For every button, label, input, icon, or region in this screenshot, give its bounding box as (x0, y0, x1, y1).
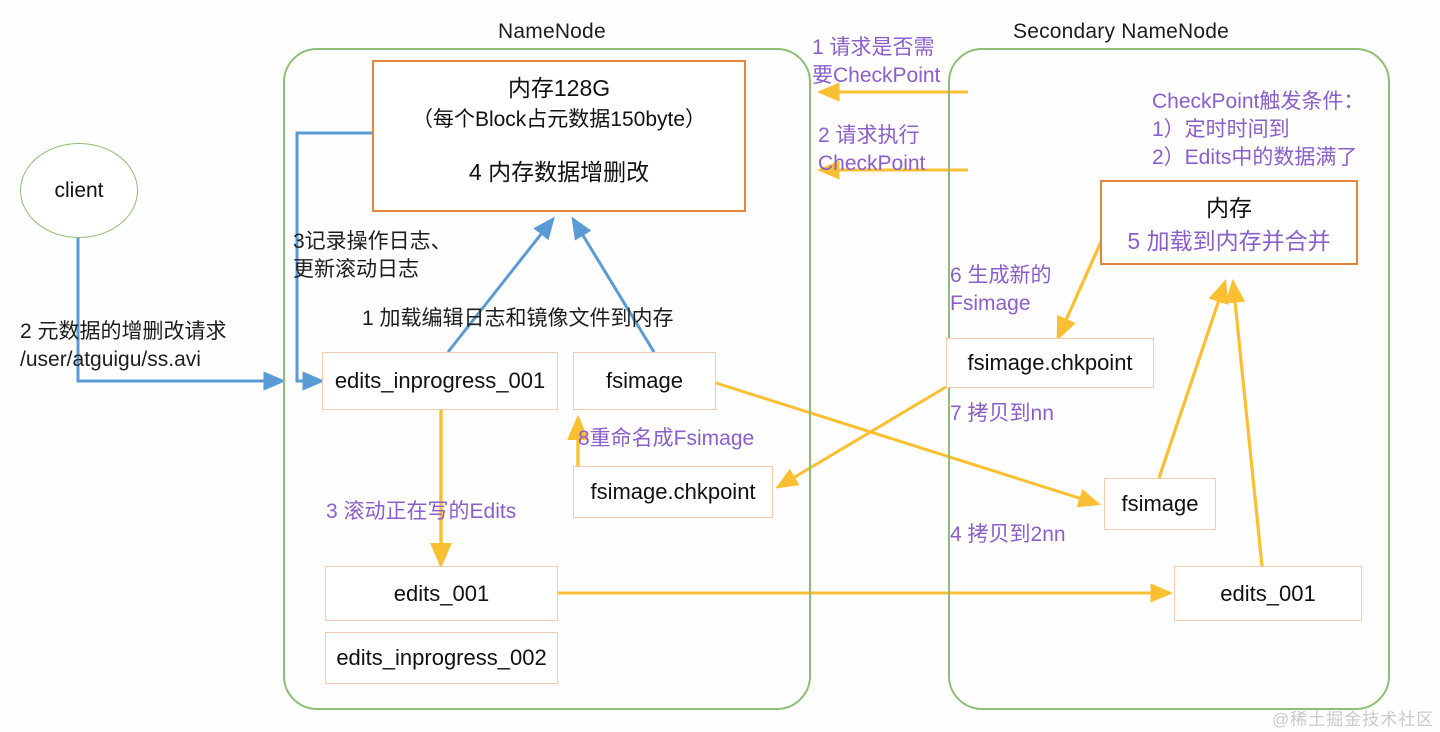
box-nn-edits-001-label: edits_001 (393, 580, 490, 606)
namenode-memory-line1: 内存128G (507, 75, 611, 101)
panel-namenode-title: NameNode (498, 20, 606, 43)
client-node[interactable]: client (20, 143, 138, 238)
box-2nn-fsimage-chkpoint-label: fsimage.chkpoint (967, 350, 1133, 375)
box-edits-inprogress-002-label: edits_inprogress_002 (336, 645, 547, 670)
client-request-label: 2 元数据的增删改请求/user/atguigu/ss.avi (20, 320, 227, 372)
checkpoint-trigger-conditions-label: CheckPoint触发条件： 1）定时时间到 2）Edits中的数据满了 (1152, 90, 1365, 170)
namenode-memory-line3: 4 内存数据增删改 (468, 159, 650, 186)
namenode-memory-box: 内存128G （每个Block占元数据150byte） 4 内存数据增删改 (372, 60, 746, 212)
box-2nn-fsimage[interactable]: fsimage (1104, 478, 1216, 530)
namenode-rename-fsimage-label: 8重命名成Fsimage (578, 427, 755, 450)
box-nn-fsimage[interactable]: fsimage (573, 352, 716, 410)
box-2nn-fsimage-chkpoint[interactable]: fsimage.chkpoint (946, 338, 1154, 388)
namenode-memory-line2: （每个Block占元数据150byte） (411, 107, 707, 131)
panel-secondary-namenode-title: Secondary NameNode (1013, 20, 1230, 43)
client-label: client (54, 178, 104, 202)
box-nn-fsimage-label: fsimage (605, 368, 684, 393)
copy-to-nn-label: 7 拷贝到nn (950, 402, 1054, 425)
panel-namenode (283, 48, 811, 710)
box-nn-edits-001[interactable]: edits_001 (325, 566, 558, 621)
namenode-log-record-label: 3记录操作日志、 更新滚动日志 (293, 230, 452, 282)
box-2nn-edits-001-label: edits_001 (1220, 580, 1316, 606)
secondary-memory-line2: 5 加载到内存并合并 (1127, 227, 1331, 254)
watermark: @稀土掘金技术社区 (1272, 710, 1435, 729)
namenode-roll-edits-label: 3 滚动正在写的Edits (326, 500, 517, 523)
secondary-memory-line1: 内存 (1206, 195, 1252, 221)
namenode-load-to-memory-label: 1 加载编辑日志和镜像文件到内存 (362, 307, 674, 330)
request-checkpoint-label: 1 请求是否需 要CheckPoint (812, 36, 941, 88)
box-nn-fsimage-chkpoint-label: fsimage.chkpoint (590, 479, 756, 504)
copy-to-2nn-label: 4 拷贝到2nn (950, 523, 1066, 546)
box-2nn-fsimage-label: fsimage (1121, 491, 1199, 516)
box-edits-inprogress-001-label: edits_inprogress_001 (334, 368, 546, 393)
box-edits-inprogress-002[interactable]: edits_inprogress_002 (325, 632, 558, 684)
box-nn-fsimage-chkpoint[interactable]: fsimage.chkpoint (573, 466, 773, 518)
box-edits-inprogress-001[interactable]: edits_inprogress_001 (322, 352, 558, 410)
box-2nn-edits-001[interactable]: edits_001 (1174, 566, 1362, 621)
secondary-memory-box: 内存 5 加载到内存并合并 (1100, 180, 1358, 265)
generate-new-fsimage-label: 6 生成新的 Fsimage (950, 264, 1052, 316)
execute-checkpoint-label: 2 请求执行 CheckPoint (818, 124, 926, 176)
